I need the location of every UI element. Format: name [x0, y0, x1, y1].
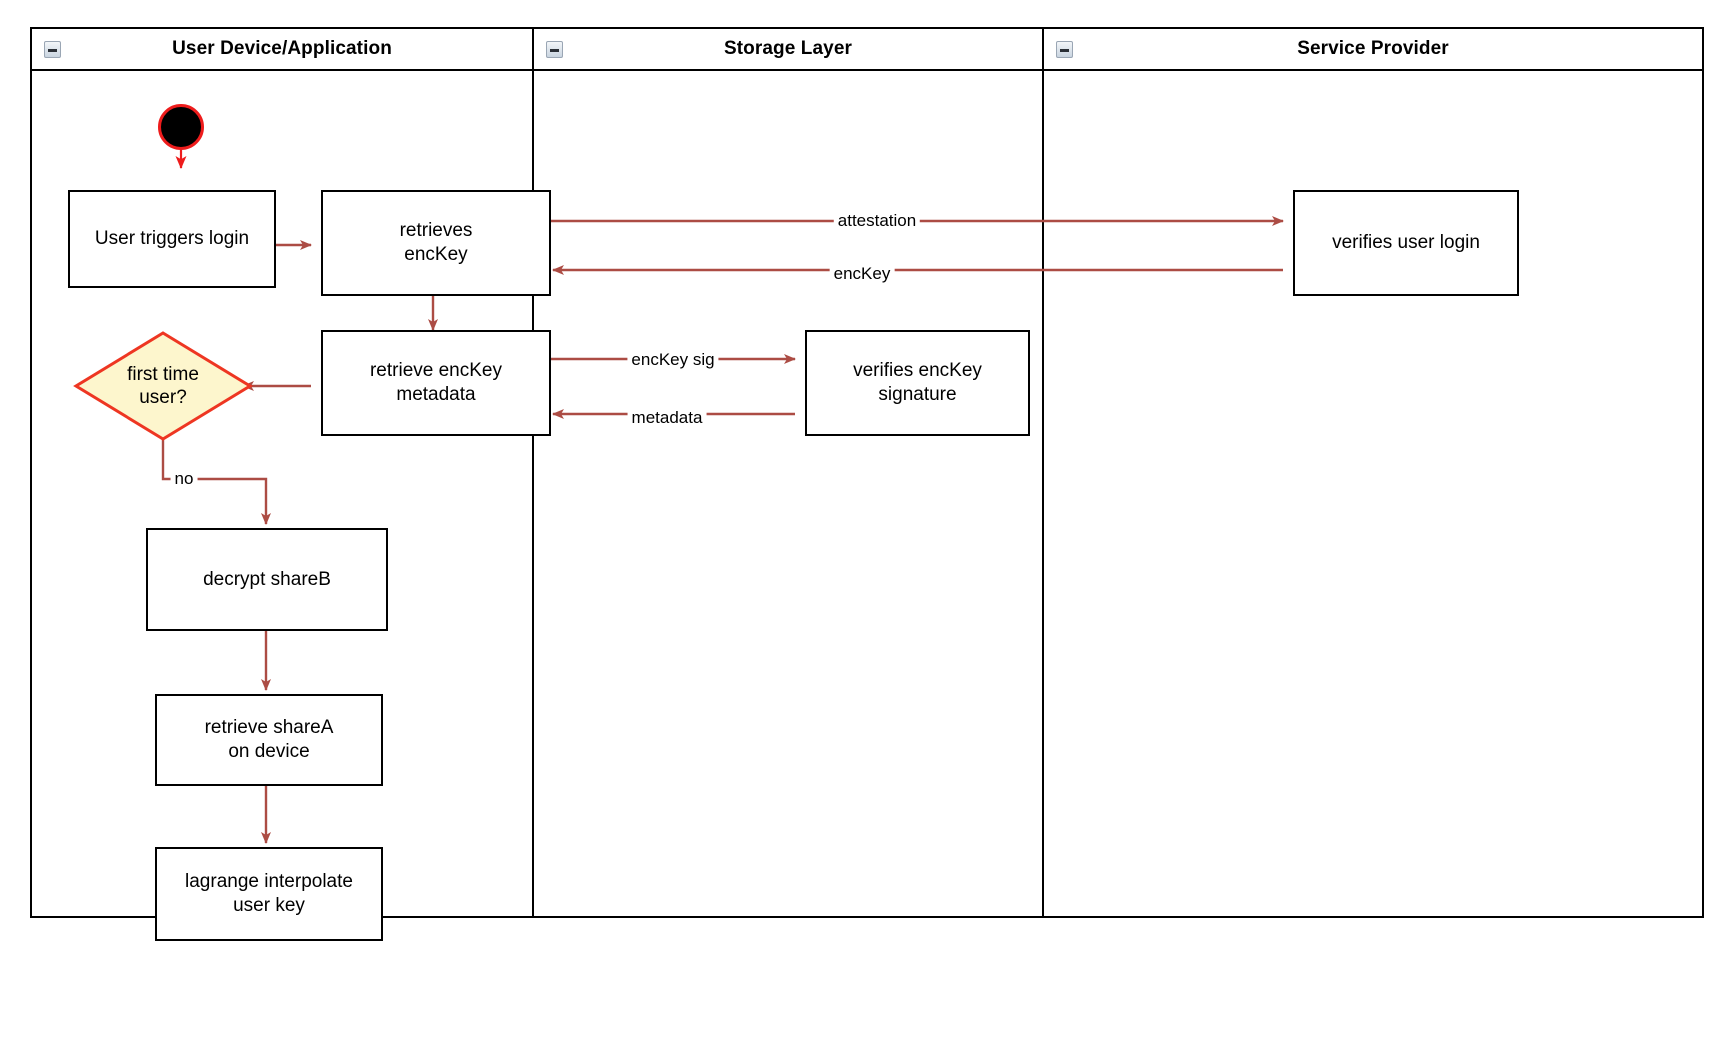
lane-header-user-device: User Device/Application	[32, 29, 532, 71]
lane-title-service-provider: Service Provider	[1297, 38, 1449, 59]
collapse-minus-icon[interactable]	[1056, 41, 1073, 58]
node-retrieve-enckey-metadata[interactable]: retrieve encKey metadata	[321, 330, 551, 436]
node-decrypt-shareb[interactable]: decrypt shareB	[146, 528, 388, 631]
node-label: lagrange interpolate user key	[185, 871, 353, 916]
node-verifies-enckey-signature[interactable]: verifies encKey signature	[805, 330, 1030, 436]
node-label: decrypt shareB	[203, 568, 331, 590]
decision-diamond-shape	[73, 331, 253, 441]
node-lagrange-interpolate-user-key[interactable]: lagrange interpolate user key	[155, 847, 383, 941]
collapse-minus-icon[interactable]	[546, 41, 563, 58]
lane-storage-layer: Storage Layer	[532, 29, 1042, 916]
lane-user-device: User Device/Application	[32, 29, 532, 916]
node-retrieves-enckey[interactable]: retrieves encKey	[321, 190, 551, 296]
node-label: retrieve encKey metadata	[369, 360, 502, 405]
edge-label-enckey: encKey	[829, 264, 895, 284]
lane-title-storage-layer: Storage Layer	[723, 38, 853, 59]
edge-label-metadata: metadata	[627, 408, 707, 428]
edge-label-attestation: attestation	[833, 211, 921, 231]
node-label: retrieve shareA on device	[204, 717, 334, 762]
collapse-minus-icon[interactable]	[44, 41, 61, 58]
node-verifies-user-login[interactable]: verifies user login	[1293, 190, 1519, 296]
node-label: first time user?	[127, 363, 199, 408]
node-first-time-user-decision[interactable]: first time user?	[73, 330, 253, 442]
edge-label-enckey-sig: encKey sig	[627, 350, 719, 370]
node-label: verifies encKey signature	[853, 360, 982, 405]
lane-header-service-provider: Service Provider	[1044, 29, 1702, 71]
node-retrieve-sharea-on-device[interactable]: retrieve shareA on device	[155, 694, 383, 786]
swimlane-pool: User Device/Application Storage Layer Se…	[30, 27, 1704, 918]
node-label: User triggers login	[94, 228, 250, 250]
lane-title-user-device: User Device/Application	[172, 38, 392, 59]
node-label: verifies user login	[1332, 232, 1480, 254]
node-label: retrieves encKey	[399, 220, 473, 265]
start-node[interactable]	[158, 104, 204, 150]
edge-label-no: no	[170, 469, 198, 489]
lane-header-storage-layer: Storage Layer	[534, 29, 1042, 71]
node-user-triggers-login[interactable]: User triggers login	[68, 190, 276, 288]
lane-service-provider: Service Provider	[1042, 29, 1702, 916]
